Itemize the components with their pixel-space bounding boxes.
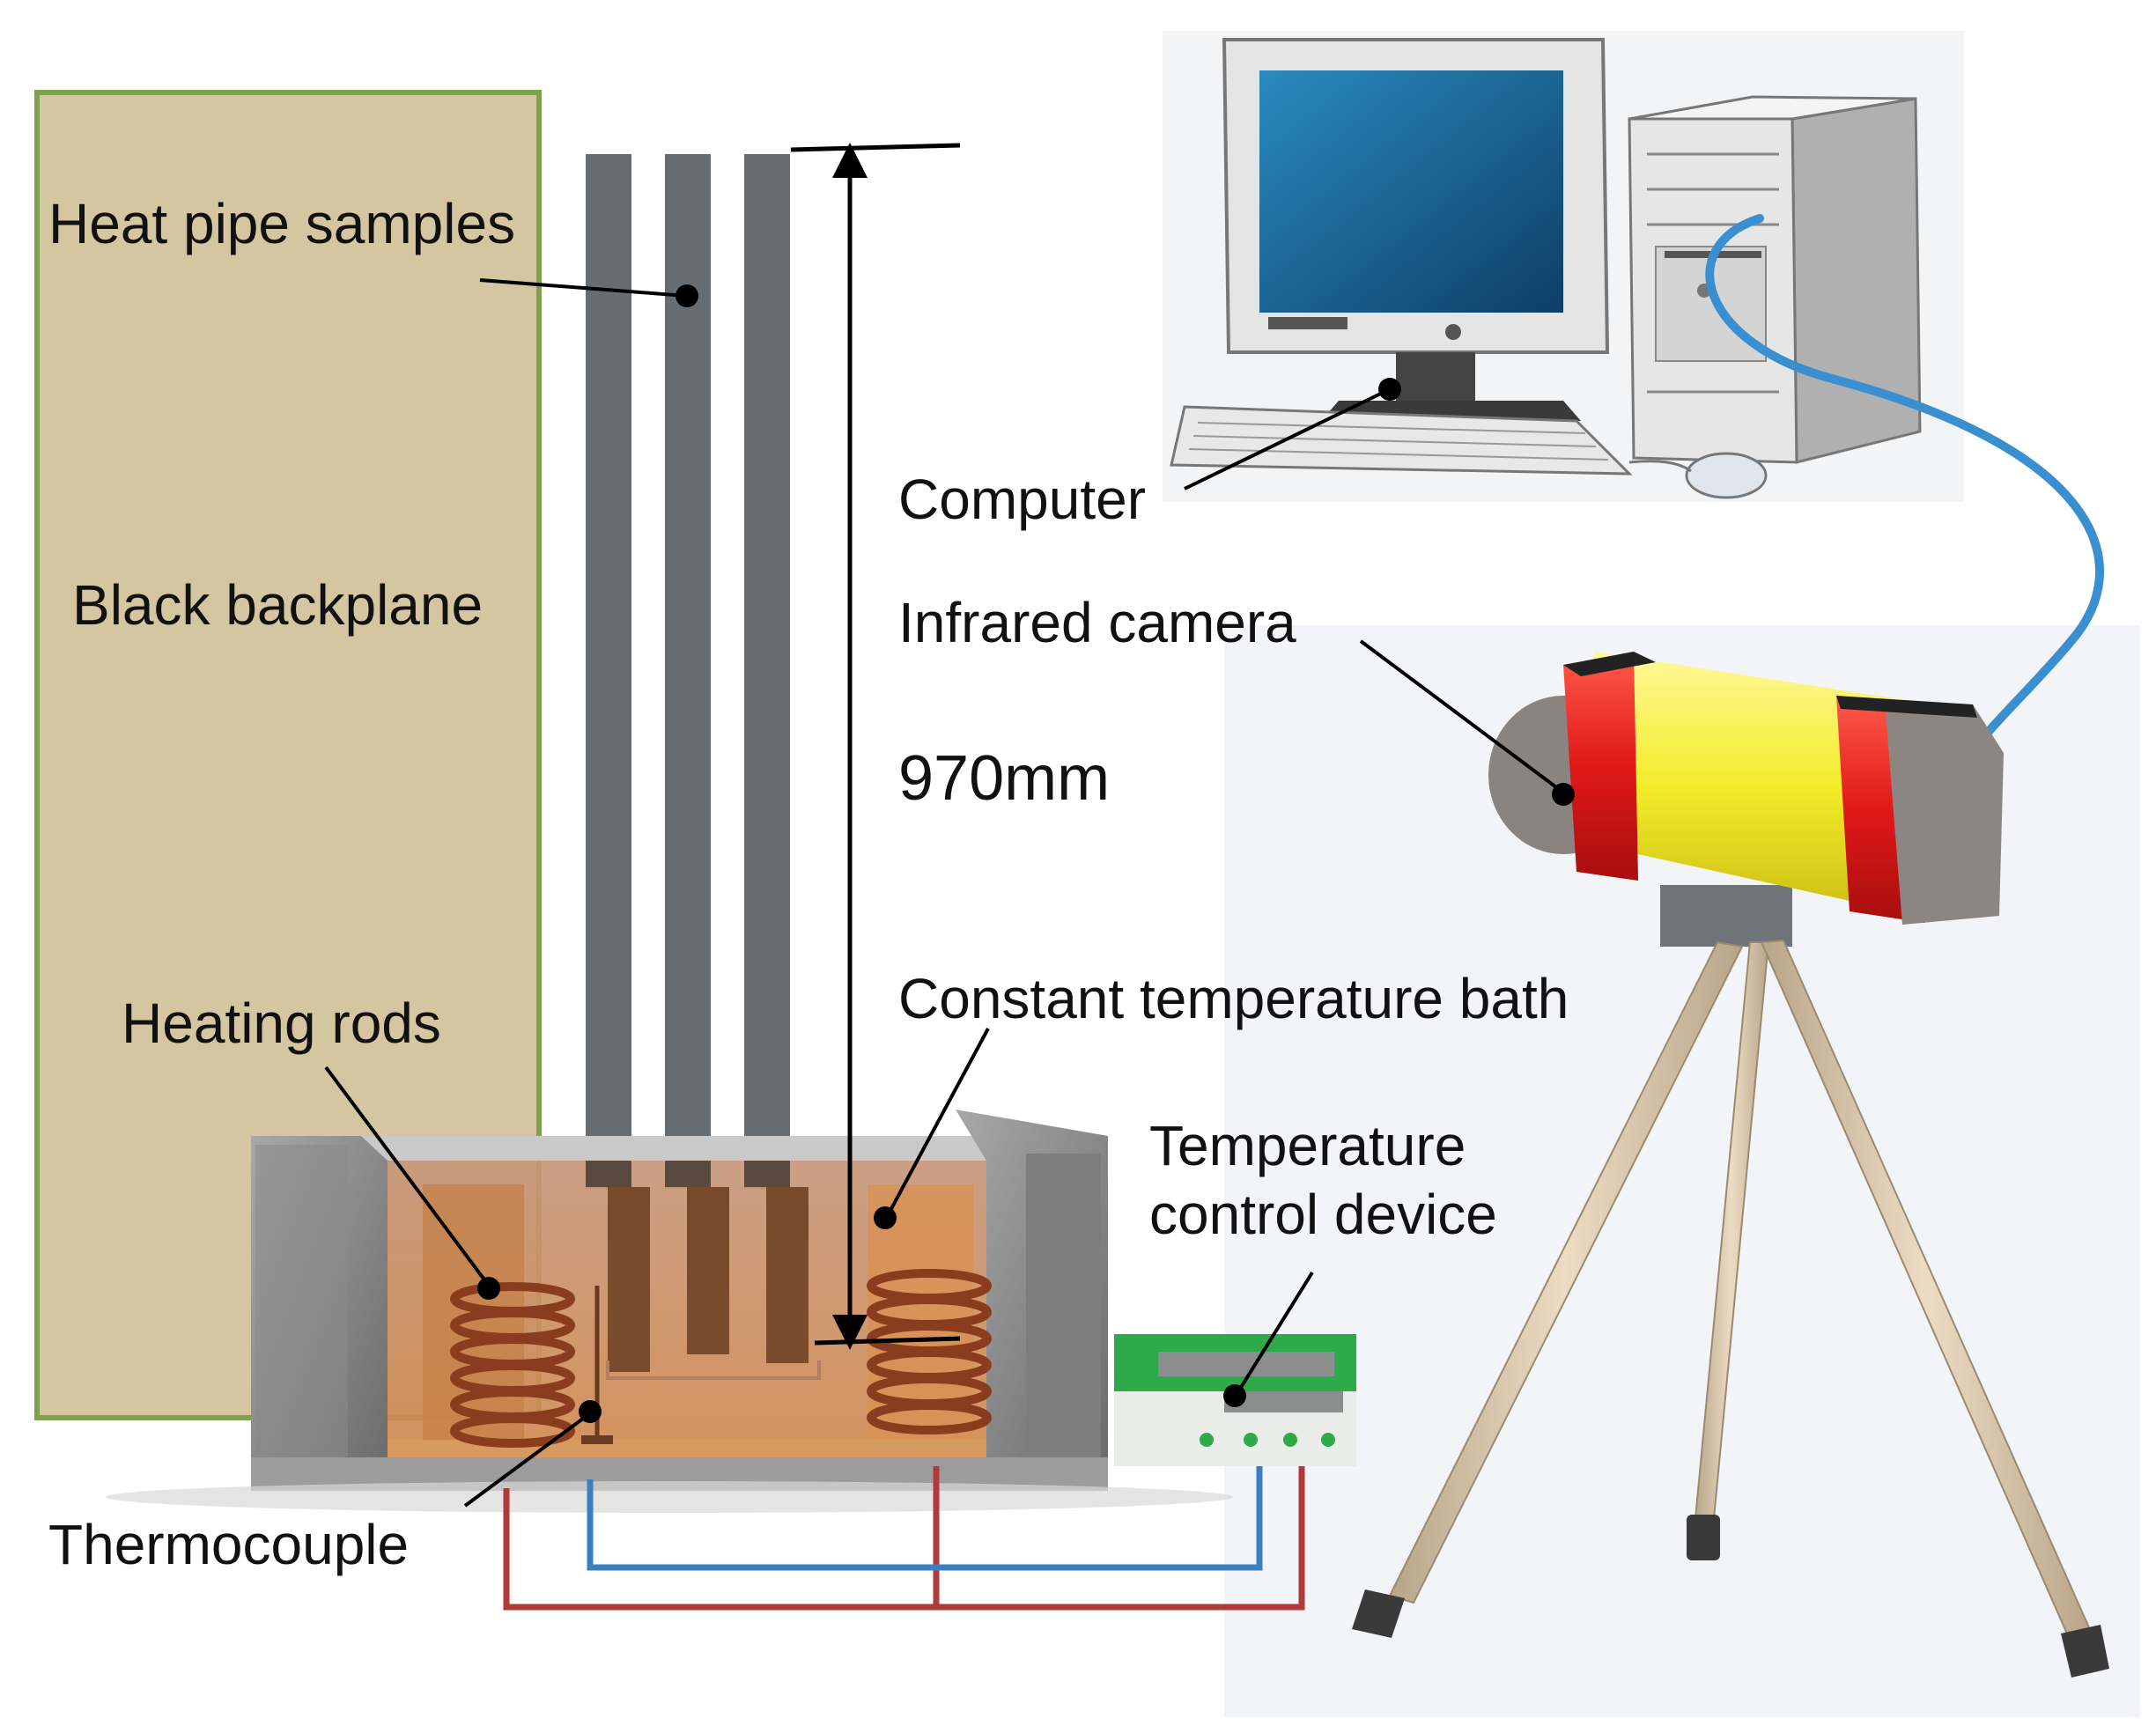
- tripod: [1352, 885, 2109, 1678]
- label-heating-rods: Heating rods: [122, 992, 441, 1055]
- heat-pipe-1: [586, 154, 631, 1189]
- heat-pipe-2: [665, 154, 711, 1189]
- camera-top-edge-front: [1563, 652, 1656, 676]
- heat-pipe-1-immersed: [586, 1161, 631, 1187]
- heat-pipe-immersed-sections: [586, 1161, 821, 1380]
- leader-heat-pipe: [479, 278, 688, 298]
- heat-pipe-holder: [606, 1361, 821, 1380]
- monitor-neck: [1396, 352, 1475, 405]
- infrared-camera: [1488, 652, 2004, 925]
- control-wires: [503, 1466, 1305, 1611]
- device-knob-4: [1321, 1433, 1335, 1447]
- label-computer: Computer: [898, 468, 1146, 531]
- blue-wire: [587, 1466, 1263, 1571]
- leader-thermocouple: [463, 1412, 592, 1508]
- bath-shadow: [106, 1481, 1233, 1513]
- tower-top: [1628, 95, 1916, 121]
- label-heat-pipe-samples: Heat pipe samples: [48, 192, 516, 255]
- red-wire: [503, 1466, 1305, 1611]
- leader-computer: [1184, 387, 1391, 490]
- label-temperature-control-line1: Temperature: [1149, 1114, 1466, 1177]
- label-thermocouple: Thermocouple: [48, 1513, 410, 1576]
- heat-pipe-2-lower: [687, 1187, 729, 1354]
- heat-pipe-3-lower: [766, 1187, 808, 1363]
- mouse: [1685, 452, 1768, 499]
- heat-pipe-2-immersed: [665, 1161, 711, 1187]
- tower-side: [1791, 97, 1922, 464]
- label-dimension-970mm: 970mm: [898, 743, 1111, 814]
- device-display-1: [1158, 1352, 1334, 1376]
- device-knob-3: [1283, 1433, 1297, 1447]
- heat-pipe-1-lower: [608, 1187, 650, 1372]
- camera-top-edge-back: [1836, 696, 1977, 718]
- device-knob-1: [1200, 1433, 1214, 1447]
- computer: [1170, 38, 1922, 499]
- heat-pipe-samples: [586, 154, 790, 1189]
- monitor-screen: [1259, 70, 1563, 313]
- tripod-leg-left: [1388, 940, 1744, 1604]
- leader-heating-rods: [324, 1066, 491, 1287]
- leader-lines: [324, 278, 1575, 1508]
- bath-right-wall-face: [1026, 1154, 1101, 1484]
- heating-rod-left: [450, 1282, 575, 1448]
- camera-band-front: [1563, 652, 1638, 881]
- bath-left-wall-texture: [255, 1145, 348, 1484]
- bath-back-rim: [251, 1136, 1108, 1161]
- heat-pipe-3: [744, 154, 790, 1189]
- monitor-power-button: [1445, 324, 1461, 340]
- label-infrared-camera: Infrared camera: [898, 591, 1296, 654]
- dimension-line: [790, 143, 961, 1350]
- tripod-head: [1660, 885, 1792, 947]
- heating-rod-right: [867, 1269, 992, 1434]
- monitor-bezel-bottom: [1268, 317, 1348, 329]
- device-knob-2: [1244, 1433, 1258, 1447]
- tripod-foot-left: [1352, 1589, 1405, 1638]
- label-black-backplane: Black backplane: [72, 573, 484, 637]
- camera-data-cable: [1705, 214, 2104, 784]
- leader-infrared-camera: [1359, 639, 1565, 794]
- leader-temp-control: [1236, 1271, 1314, 1395]
- label-constant-temperature-bath: Constant temperature bath: [898, 967, 1569, 1030]
- tripod-foot-right: [2061, 1625, 2109, 1678]
- label-temperature-control-device: Temperature control device: [1149, 1111, 1497, 1249]
- leader-bath: [885, 1028, 990, 1218]
- heat-pipe-3-immersed: [744, 1161, 790, 1187]
- label-temperature-control-line2: control device: [1149, 1183, 1497, 1247]
- camera-back-cap: [1885, 700, 2004, 925]
- tripod-foot-middle: [1687, 1515, 1720, 1560]
